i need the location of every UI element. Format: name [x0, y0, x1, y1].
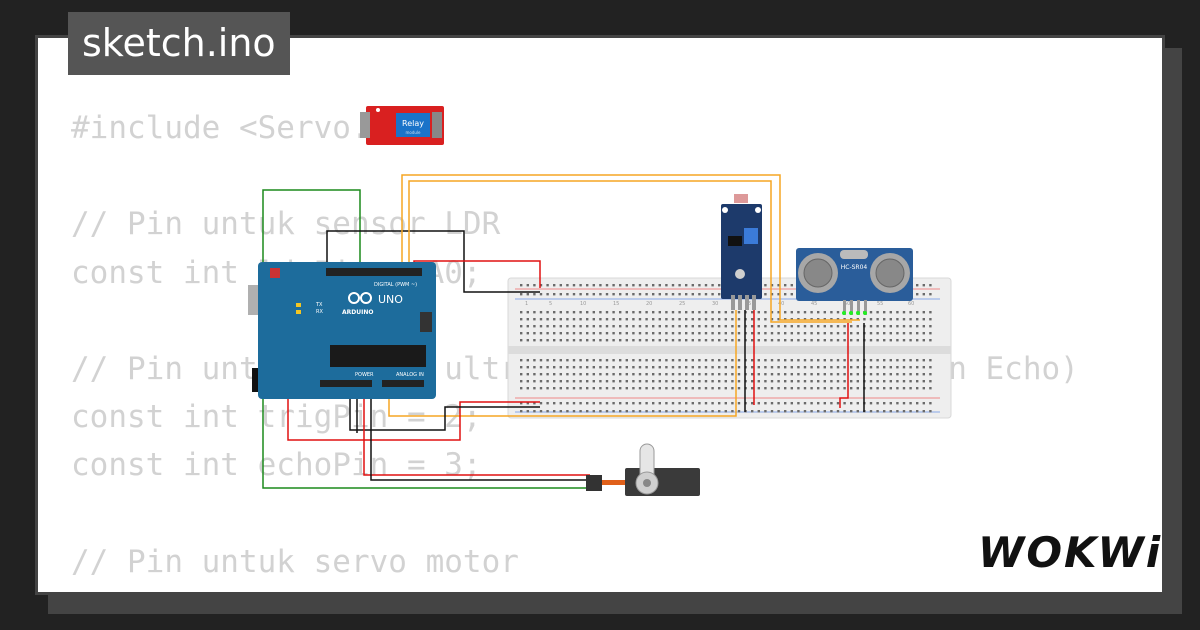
bb-col-label: 40	[778, 301, 784, 307]
wire-orange	[408, 180, 852, 323]
wokwi-logo: WOKWi	[978, 528, 1163, 577]
bb-col-label: 60	[908, 301, 914, 307]
bb-col-label: 25	[679, 301, 685, 307]
wire-black	[370, 393, 590, 481]
bb-col-label: 5	[549, 301, 552, 307]
hcsr04-label: HC-SR04	[841, 264, 868, 271]
bb-col-label: 55	[877, 301, 883, 307]
wire-red	[363, 393, 590, 476]
wire-red	[287, 393, 540, 441]
reset-button[interactable]	[270, 268, 280, 278]
bb-col-label: 30	[712, 301, 718, 307]
servo-motor[interactable]	[586, 443, 700, 496]
power-label: POWER	[355, 372, 374, 378]
wires	[262, 174, 865, 489]
wire-black	[326, 230, 540, 293]
code-line: const int servoPin = 9;	[71, 586, 1079, 593]
rx-label: RX	[316, 309, 323, 315]
bb-col-label: 20	[646, 301, 652, 307]
tx-label: TX	[315, 302, 323, 308]
code-line: // Pin untuk servo motor	[71, 543, 519, 580]
bb-col-label: 50	[844, 301, 850, 307]
bb-col-label: 15	[613, 301, 619, 307]
relay-module[interactable]: Relay module	[360, 106, 444, 145]
bb-col-label: 1	[525, 301, 528, 307]
arduino-model: UNO	[378, 293, 403, 306]
code-line: const int echoPin = 3;	[71, 447, 482, 484]
digital-label: DIGITAL (PWM ~)	[374, 282, 417, 288]
bb-col-label: 10	[580, 301, 586, 307]
wire-orange	[401, 174, 860, 321]
bb-col-label: 45	[811, 301, 817, 307]
relay-label: Relay	[402, 119, 424, 128]
code-line: const int trigPin = 2;	[71, 399, 482, 436]
ultrasonic-sensor[interactable]: HC-SR04	[796, 248, 913, 315]
sketch-file-tab[interactable]: sketch.ino	[68, 12, 290, 75]
code-line: // Pin untuk sensor LDR	[71, 206, 501, 243]
wire-red	[839, 323, 849, 408]
arduino-brand: ARDUINO	[342, 309, 373, 316]
ldr-sensor-module[interactable]	[721, 194, 762, 310]
relay-sublabel: module	[406, 130, 422, 135]
arduino-uno[interactable]: UNO ARDUINO DIGITAL (PWM ~) ANALOG IN PO…	[248, 262, 436, 399]
wire-black	[349, 393, 540, 431]
wire-green	[262, 189, 590, 489]
analog-label: ANALOG IN	[396, 372, 424, 378]
wire-orange	[388, 310, 737, 417]
